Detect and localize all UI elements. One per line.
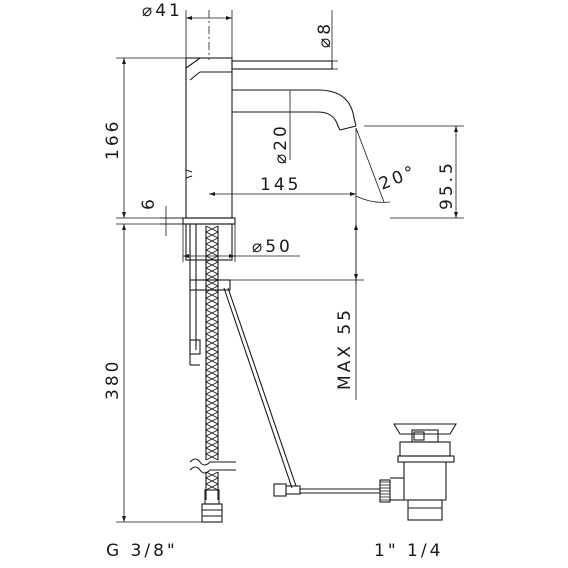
dim-total-height: 166 (103, 119, 123, 160)
braid-strand (205, 411, 219, 419)
braid-strand (205, 435, 219, 443)
braid-strand (205, 471, 219, 479)
dim-angle: 20° (376, 161, 420, 194)
braid-strand (205, 369, 219, 377)
braid-strand (205, 423, 219, 431)
braid-strand (205, 297, 219, 305)
waste-valve (390, 423, 457, 521)
braid-strand (205, 381, 219, 389)
faucet-body (185, 10, 333, 219)
braid-strand (205, 285, 219, 293)
braid-strand (205, 273, 219, 281)
dim-waste-thread: 1" 1/4 (374, 541, 443, 561)
braid-strand (205, 339, 219, 347)
braid-strand (205, 225, 219, 233)
braid-strand (205, 315, 219, 323)
braid-strand (205, 363, 219, 371)
braid-strand (205, 417, 219, 425)
dim-spout-diameter: ⌀41 (142, 1, 183, 21)
braid-strand (205, 441, 219, 449)
dim-max-deck: MAX 55 (335, 307, 355, 390)
braid-strand (205, 279, 219, 287)
braid-strand (205, 447, 219, 455)
braid-strand (205, 321, 219, 329)
dim-base-diameter: ⌀50 (252, 237, 293, 257)
braid-strand (205, 261, 219, 269)
dim-spout-tube-diameter: ⌀20 (271, 123, 291, 164)
dim-base-thickness: 6 (139, 196, 159, 210)
braid-strand (205, 375, 219, 383)
popup-linkage (223, 287, 391, 503)
braid-strand (205, 351, 219, 359)
braid-strand (205, 399, 219, 407)
dim-lever-diameter: ⌀8 (315, 21, 335, 48)
dimension-lines (116, 10, 464, 523)
braid-strand (205, 231, 219, 239)
braid-strand (205, 303, 219, 311)
braid-strand (205, 237, 219, 245)
braid-strand (205, 453, 219, 461)
braid-strand (205, 477, 219, 485)
braid-strand (205, 249, 219, 257)
braid-strand (205, 327, 219, 335)
braid-strand (205, 255, 219, 263)
base-plate (182, 217, 236, 261)
braid-strand (205, 243, 219, 251)
dim-outlet-height: 95.5 (437, 160, 457, 210)
dim-hose-length: 380 (103, 359, 123, 400)
dimension-labels: ⌀41 ⌀8 166 6 ⌀20 145 20° 95.5 ⌀50 MAX 55… (103, 1, 457, 561)
braid-strand (205, 333, 219, 341)
braid-strand (205, 393, 219, 401)
braid-strand (205, 357, 219, 365)
dim-inlet-thread: G 3/8" (106, 541, 178, 561)
braided-hose (189, 225, 236, 523)
braid-strand (205, 291, 219, 299)
braid-strand (205, 267, 219, 275)
braid-strand (205, 483, 219, 491)
lower-shank (189, 224, 231, 366)
braid-strand (205, 387, 219, 395)
braid-strand (205, 345, 219, 353)
dim-spout-reach: 145 (260, 175, 301, 195)
braid-strand (205, 429, 219, 437)
braid-strand (205, 309, 219, 317)
spout (232, 89, 357, 131)
braid-strand (205, 405, 219, 413)
